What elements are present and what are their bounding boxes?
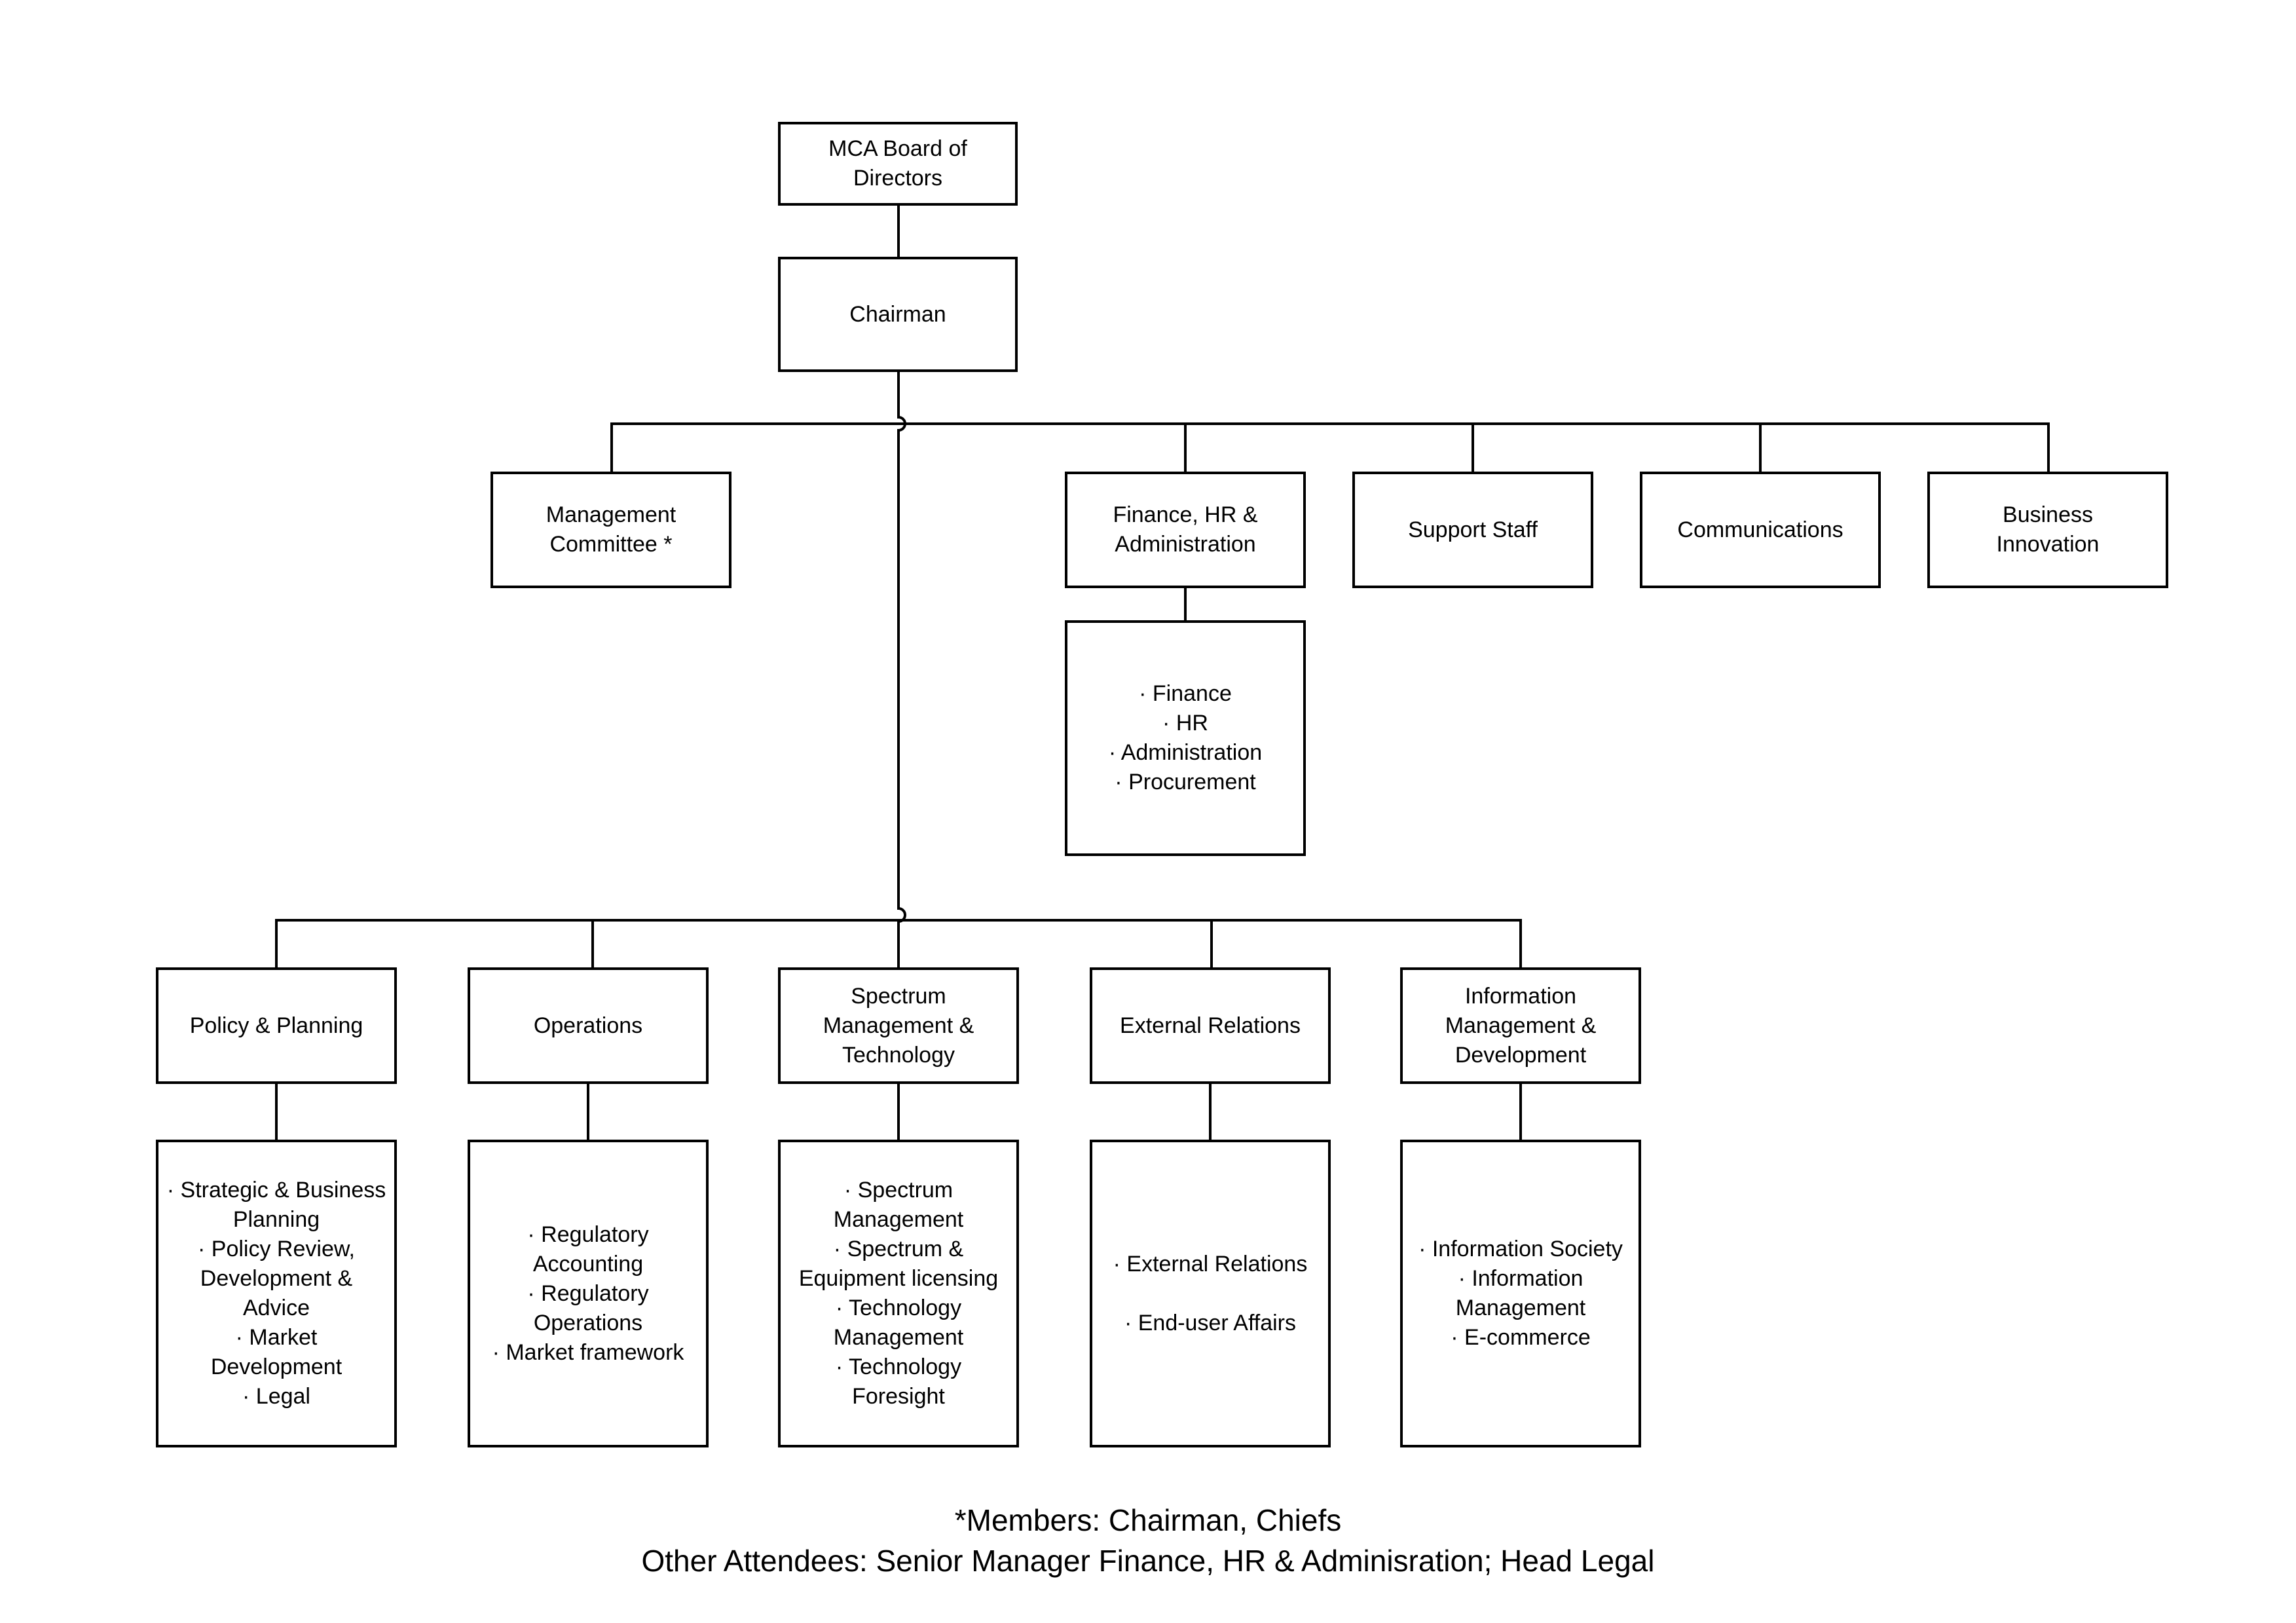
box-text-line: · Market framework xyxy=(492,1339,684,1365)
box-text-line: · Information xyxy=(1458,1266,1583,1291)
box-text-line: · Spectrum & xyxy=(833,1237,964,1261)
box-text-line: Business xyxy=(2003,502,2093,527)
box-text-line: Committee * xyxy=(549,532,673,557)
box-text-line: · Regulatory xyxy=(527,1280,649,1306)
box-text-line: · HR xyxy=(1162,711,1208,736)
box-text-line: Innovation xyxy=(1996,532,2100,557)
box-chairman: Chairman xyxy=(778,257,1018,372)
box-text-line: Communications xyxy=(1677,517,1843,542)
box-support-staff: Support Staff xyxy=(1352,472,1593,588)
box-text-line: Foresight xyxy=(852,1384,945,1409)
box-text-line: Management & xyxy=(1445,1013,1597,1038)
box-text-line: · E-commerce xyxy=(1451,1325,1591,1350)
box-communications: Communications xyxy=(1640,472,1881,588)
box-text-line: · External Relations xyxy=(1113,1251,1308,1277)
box-text-line: Management xyxy=(1455,1296,1586,1320)
box-text-line: Technology xyxy=(842,1042,955,1068)
box-text-line: Operations xyxy=(533,1013,643,1038)
box-text-line: Spectrum xyxy=(851,983,946,1009)
box-text-line: MCA Board of xyxy=(828,136,967,161)
box-text-line: · Procurement xyxy=(1115,770,1256,794)
footnote-attendees: Other Attendees: Senior Manager Finance,… xyxy=(641,1544,1655,1578)
box-text-line: · Regulatory xyxy=(527,1222,649,1247)
box-text-line: · Legal xyxy=(242,1384,310,1409)
box-text-line: Management & xyxy=(823,1013,974,1038)
box-text-line: Management xyxy=(833,1325,964,1350)
box-operations: Operations xyxy=(468,967,709,1084)
box-finance-details: · Finance · HR · Administration · Procureme… xyxy=(1065,620,1306,856)
box-external-details: · External Relations · End-user Affairs xyxy=(1090,1140,1331,1447)
box-text-line: Administration xyxy=(1115,532,1256,557)
box-text-line: · Administration xyxy=(1108,740,1263,765)
box-text-line: · Technology xyxy=(835,1296,962,1320)
box-text-line: Advice xyxy=(242,1296,310,1320)
connector-upper-bus xyxy=(610,422,2050,472)
box-text-line: Management xyxy=(546,502,676,527)
box-text-line: Development & xyxy=(200,1266,353,1291)
box-text-line: · Spectrum xyxy=(843,1178,954,1203)
box-text-line: Chairman xyxy=(849,301,946,327)
box-text-line: · Information Society xyxy=(1418,1237,1623,1261)
box-text-line: Development xyxy=(1454,1042,1587,1068)
box-finance-hr-admin: Finance, HR & Administration xyxy=(1065,472,1306,588)
box-text-line: · End-user Affairs xyxy=(1124,1310,1297,1335)
box-text-line: Information xyxy=(1464,983,1577,1009)
box-text-line: Policy & Planning xyxy=(189,1013,363,1038)
box-board: MCA Board of Directors xyxy=(778,122,1018,206)
box-text-line: Equipment licensing xyxy=(798,1266,999,1291)
box-text-line: · Finance xyxy=(1139,681,1232,706)
box-policy-planning: Policy & Planning xyxy=(156,967,397,1084)
box-text-line: Accounting xyxy=(532,1251,644,1277)
box-text-line: Operations xyxy=(533,1310,643,1335)
box-text-line: Planning xyxy=(232,1207,320,1232)
box-text-line: Management xyxy=(833,1207,964,1232)
connector-lower-bus xyxy=(275,919,1522,967)
footnote-members: *Members: Chairman, Chiefs xyxy=(954,1503,1342,1537)
connector-spine xyxy=(897,372,906,967)
box-external-relations: External Relations xyxy=(1090,967,1331,1084)
box-text-line: · Market xyxy=(235,1325,318,1350)
box-text-line: Directors xyxy=(853,166,943,191)
box-text-line: Development xyxy=(210,1354,343,1379)
box-text-line: · Policy Review, xyxy=(198,1237,355,1261)
box-text-line: · Strategic & Business xyxy=(166,1178,386,1203)
box-text-line: · Technology xyxy=(835,1354,962,1379)
box-text-line: External Relations xyxy=(1120,1013,1301,1038)
box-text-line: Finance, HR & xyxy=(1113,502,1258,527)
box-text-line: Support Staff xyxy=(1408,517,1538,542)
